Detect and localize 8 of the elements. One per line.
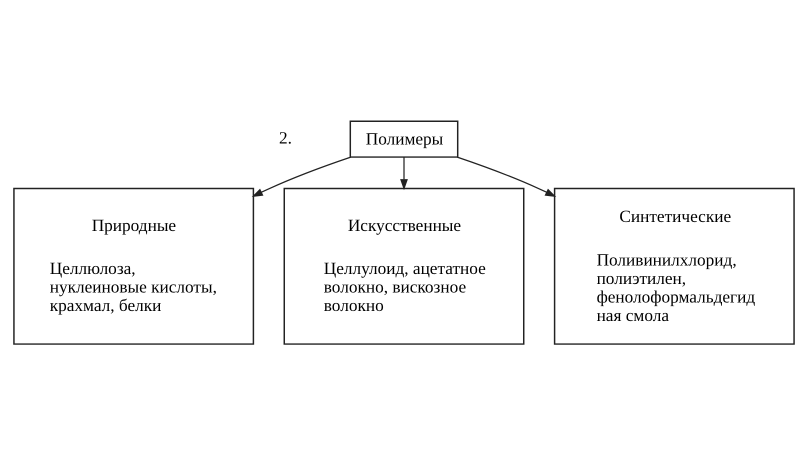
node-box: Полимеры [350, 120, 458, 158]
node-box: Синтетические Поливинилхлорид, полиэтилен, фенолоформальдегид ная смола [554, 187, 795, 344]
arrow [457, 156, 556, 196]
arrow [252, 156, 351, 196]
arrow [400, 156, 408, 190]
node-box: Искусственные Целлулоид, ацетатное волокно, вискозное волокно [284, 187, 524, 344]
label: 2. [279, 128, 292, 148]
node-box: Природные Целлюлоза, нуклеиновые кислоты, крахмал, белки [13, 187, 254, 344]
